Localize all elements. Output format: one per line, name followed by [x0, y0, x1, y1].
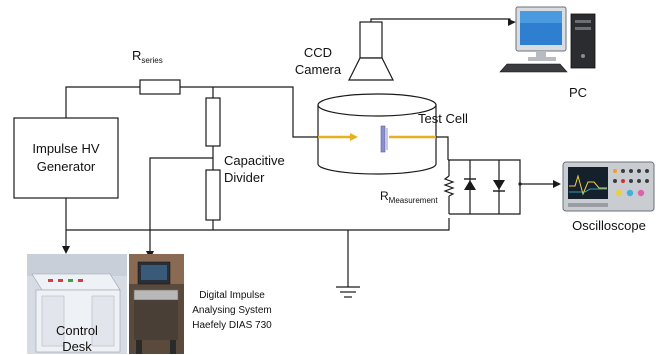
- control-desk-label-line2: Desk: [62, 339, 92, 354]
- r-series-label: Rseries: [132, 48, 163, 65]
- capacitive-divider-label-line2: Divider: [224, 170, 265, 185]
- dias-system-photo: [129, 254, 184, 354]
- test-cell: Test Cell: [317, 93, 468, 175]
- protection-diodes: [464, 178, 522, 192]
- ground-icon: [336, 286, 360, 298]
- diode-icon: [493, 180, 505, 190]
- r-measurement-resistor: RMeasurement: [380, 175, 455, 205]
- test-cell-label: Test Cell: [418, 111, 468, 126]
- camera-icon: [359, 21, 383, 59]
- capacitive-divider: Capacitive Divider: [205, 97, 285, 221]
- oscilloscope-icon: Oscilloscope: [562, 161, 655, 233]
- capacitive-divider-label-line1: Capacitive: [224, 153, 285, 168]
- ccd-camera-label-line1: CCD: [304, 45, 332, 60]
- dias-label-line2: Analysing System: [192, 305, 271, 316]
- diode-icon: [464, 180, 476, 190]
- dias-label: Digital Impulse Analysing System Haefely…: [192, 290, 272, 331]
- dias-label-line3: Haefely DIAS 730: [192, 320, 272, 331]
- impulse-generator-label-line1: Impulse HV: [32, 141, 100, 156]
- ccd-camera-label-line2: Camera: [295, 62, 342, 77]
- pc-label: PC: [569, 85, 587, 100]
- ccd-camera: CCD Camera: [295, 18, 511, 81]
- oscilloscope-label: Oscilloscope: [572, 218, 646, 233]
- impulse-hv-generator: Impulse HV Generator: [13, 117, 119, 199]
- r-measurement-label: RMeasurement: [380, 189, 438, 205]
- electrode-gap: [385, 128, 388, 150]
- dias-label-line1: Digital Impulse: [199, 290, 265, 301]
- electrode-plate: [380, 125, 386, 153]
- impulse-generator-label-line2: Generator: [37, 159, 96, 174]
- computer-icon: PC: [499, 6, 596, 100]
- control-desk-label-line1: Control: [56, 323, 98, 338]
- control-desk-photo: Control Desk: [27, 254, 127, 354]
- r-series-resistor: Rseries: [132, 48, 181, 95]
